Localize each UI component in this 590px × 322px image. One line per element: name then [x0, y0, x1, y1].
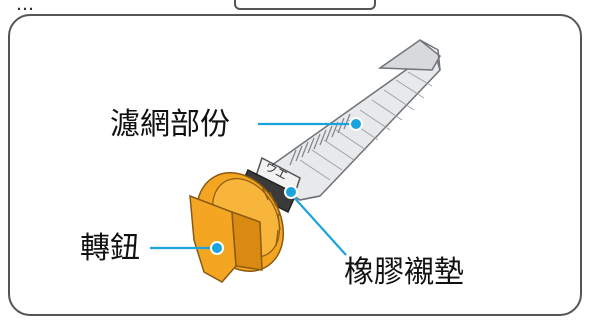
filter-mesh: [256, 39, 441, 201]
top-cropped-header: …: [0, 0, 590, 15]
header-partial-text: …: [16, 0, 36, 15]
header-cropped-box: [234, 0, 376, 10]
gasket-leader: [290, 193, 347, 256]
leader-dots: [210, 117, 363, 255]
gasket-label: 橡膠襯墊: [344, 255, 464, 290]
knob-label: 轉鈕: [80, 231, 140, 266]
leader-lines: [150, 122, 354, 256]
knob: [189, 171, 285, 283]
filter-label: 濾網部份: [110, 107, 230, 142]
